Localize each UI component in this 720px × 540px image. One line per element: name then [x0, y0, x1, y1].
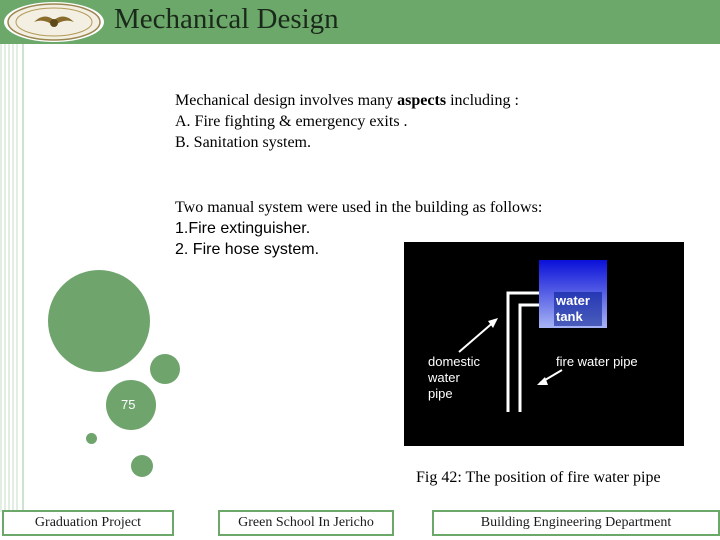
title-bar: Mechanical Design	[0, 0, 720, 44]
item-b: B. Sanitation system.	[175, 134, 311, 151]
decorative-line	[22, 42, 24, 512]
footer-center: Green School In Jericho	[218, 510, 394, 536]
tank-label-bg	[554, 292, 602, 326]
slide-title: Mechanical Design	[114, 3, 339, 35]
footer-right: Building Engineering Department	[432, 510, 720, 536]
manual-intro: Two manual system were used in the build…	[175, 199, 543, 216]
fire-pipe-label: fire water pipe	[556, 354, 638, 369]
fire-water-pipe-figure: water tank domestic water pipe fire wate…	[404, 242, 684, 446]
decorative-stripes	[0, 42, 20, 512]
domestic-label-line1: domestic	[428, 354, 481, 369]
slide-body: Mechanical design involves many aspects …	[175, 90, 542, 260]
domestic-label-line3: pipe	[428, 386, 453, 401]
domestic-arrow	[458, 319, 497, 353]
domestic-arrowhead	[488, 318, 498, 328]
intro-bold: aspects	[397, 92, 447, 109]
tank-label-line1: water	[556, 293, 590, 308]
fire-water-pipe	[506, 291, 539, 412]
figure-caption: Fig 42: The position of fire water pipe	[416, 469, 661, 486]
domestic-water-pipe	[518, 303, 539, 412]
manual-item-2: 2. Fire hose system.	[175, 241, 320, 258]
decorative-circle-large	[48, 270, 150, 372]
tank-label-line2: tank	[556, 309, 583, 324]
decorative-circle-tiny	[86, 433, 97, 444]
domestic-label: domestic water pipe	[428, 354, 480, 402]
page-number: 75	[121, 397, 136, 412]
fire-pipe-arrowhead	[537, 377, 548, 385]
footer-left: Graduation Project	[2, 510, 174, 536]
manual-item-1: 1.Fire extinguisher.	[175, 220, 311, 237]
decorative-circle-small	[131, 455, 153, 477]
fire-water-pipe-diagram	[458, 260, 607, 412]
page-number-badge: 75	[106, 380, 156, 430]
university-logo	[4, 2, 104, 42]
intro-line: Mechanical design involves many aspects …	[175, 90, 542, 111]
intro-suffix: including :	[446, 92, 519, 109]
intro-prefix: Mechanical design involves many	[175, 92, 398, 109]
decorative-circle-medium	[150, 354, 180, 384]
water-tank-label: water tank	[556, 293, 590, 325]
item-a: A. Fire fighting & emergency exits .	[175, 113, 408, 130]
domestic-label-line2: water	[428, 370, 460, 385]
